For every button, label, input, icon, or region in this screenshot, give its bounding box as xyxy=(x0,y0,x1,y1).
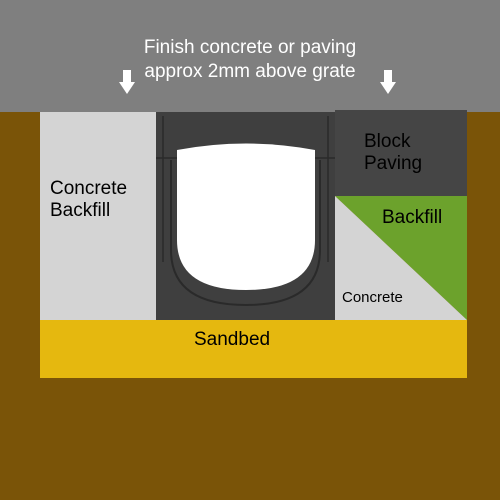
concrete-backfill-label-line-2: Backfill xyxy=(50,199,111,221)
down-arrow-left-icon xyxy=(119,70,135,94)
concrete-label: Concrete xyxy=(342,289,403,306)
block-paving-label: Block Paving xyxy=(364,131,422,175)
drainage-channel xyxy=(156,112,335,320)
channel-inner-outline xyxy=(170,160,321,307)
concrete-backfill-label: Concrete Backfill xyxy=(50,178,127,222)
backfill-label: Backfill xyxy=(382,207,443,228)
down-arrow-right-icon xyxy=(380,70,396,94)
concrete-backfill-label-line-1: Concrete xyxy=(50,178,128,199)
concrete-wedge xyxy=(335,196,467,320)
sandbed-layer xyxy=(40,320,467,378)
finish-level-note: Finish concrete or paving approx 2mm abo… xyxy=(0,36,500,84)
sandbed-label: Sandbed xyxy=(194,329,271,350)
finish-level-note-line-2: approx 2mm above grate xyxy=(144,61,356,82)
block-paving-label-line-1: Block xyxy=(364,131,411,152)
block-paving-label-line-2: Paving xyxy=(364,152,423,174)
channel-void xyxy=(177,143,315,290)
block-paving-block xyxy=(335,110,467,196)
finish-level-note-line-1: Finish concrete or paving xyxy=(143,37,357,58)
finished-surface-layer xyxy=(0,0,500,112)
concrete-backfill-block xyxy=(40,112,156,322)
